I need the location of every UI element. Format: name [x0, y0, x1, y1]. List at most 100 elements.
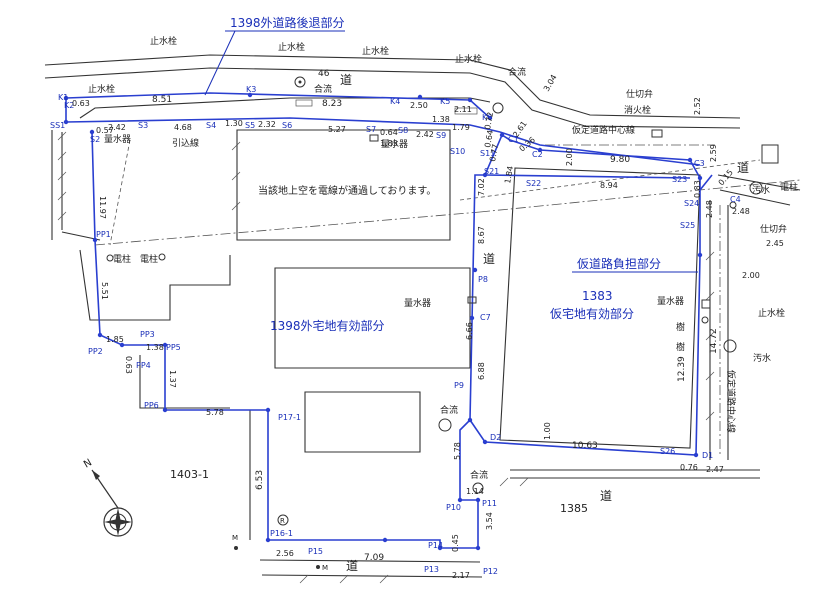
- svg-text:止水栓: 止水栓: [278, 41, 305, 53]
- svg-text:止水栓: 止水栓: [150, 35, 177, 47]
- svg-text:樹: 樹: [676, 321, 685, 333]
- svg-text:S4: S4: [206, 121, 216, 130]
- svg-text:1.84: 1.84: [503, 165, 515, 184]
- svg-text:S26: S26: [660, 447, 675, 456]
- svg-text:1.85: 1.85: [106, 335, 124, 344]
- svg-text:2.00: 2.00: [565, 148, 574, 166]
- svg-text:S10: S10: [450, 147, 465, 156]
- svg-text:2.00: 2.00: [742, 271, 760, 280]
- svg-text:P17-1: P17-1: [278, 413, 301, 422]
- svg-text:D2: D2: [490, 433, 501, 442]
- svg-text:量水器: 量水器: [381, 138, 408, 150]
- svg-text:5.78: 5.78: [453, 442, 462, 460]
- svg-text:7.09: 7.09: [364, 553, 384, 563]
- svg-text:合流: 合流: [470, 469, 488, 481]
- north-arrow-icon: [91, 469, 133, 537]
- svg-text:46: 46: [318, 69, 330, 79]
- svg-text:8.67: 8.67: [477, 226, 486, 244]
- road-center-label: 仮定道路中心線: [572, 124, 635, 136]
- svg-text:K1: K1: [58, 93, 68, 102]
- svg-text:11.97: 11.97: [98, 196, 107, 219]
- north-setback-boundary: [65, 92, 491, 119]
- svg-text:止水栓: 止水栓: [758, 307, 785, 319]
- svg-text:K4: K4: [390, 97, 400, 106]
- point-labels: K1 K2 K3 K4 K5 K6 SS1 S2 S3 S4 S5 S6 S7 …: [50, 85, 741, 576]
- svg-text:止水栓: 止水栓: [455, 53, 482, 65]
- svg-text:合流: 合流: [440, 404, 458, 416]
- svg-text:PP1: PP1: [96, 230, 111, 239]
- svg-text:PP5: PP5: [166, 343, 181, 352]
- svg-text:6.53: 6.53: [255, 470, 265, 490]
- svg-text:量水器: 量水器: [104, 133, 131, 145]
- svg-text:K3: K3: [246, 85, 256, 94]
- svg-text:2.61: 2.61: [511, 119, 529, 139]
- building-outlines: [61, 129, 701, 540]
- svg-text:電柱: 電柱: [140, 253, 158, 265]
- svg-text:2.56: 2.56: [276, 549, 294, 558]
- svg-text:P13: P13: [424, 565, 439, 574]
- svg-text:S21: S21: [484, 167, 499, 176]
- svg-text:道: 道: [737, 161, 749, 175]
- svg-text:S22: S22: [526, 179, 541, 188]
- svg-text:汚水: 汚水: [752, 184, 770, 196]
- svg-text:電柱: 電柱: [113, 253, 131, 265]
- svg-text:3.54: 3.54: [485, 512, 494, 530]
- svg-text:電柱: 電柱: [780, 181, 798, 193]
- svg-text:止水栓: 止水栓: [362, 45, 389, 57]
- north-label: N: [82, 457, 94, 470]
- svg-text:2.47: 2.47: [706, 465, 724, 474]
- svg-text:2.17: 2.17: [452, 571, 470, 580]
- svg-text:0.63: 0.63: [72, 99, 90, 108]
- svg-text:2.42: 2.42: [108, 123, 126, 132]
- svg-text:消火栓: 消火栓: [624, 104, 651, 116]
- svg-text:合流: 合流: [508, 66, 526, 78]
- svg-text:S11: S11: [480, 149, 495, 158]
- svg-text:5.27: 5.27: [328, 125, 346, 134]
- svg-text:0.63: 0.63: [124, 356, 133, 374]
- wire-note: 当該地上空を電線が通過しております。: [258, 184, 436, 197]
- dimension-labels: 0.63 8.51 8.23 2.50 2.11 0.57 2.42 4.68 …: [72, 73, 784, 580]
- benchmark-label: M: [232, 534, 238, 542]
- svg-text:仕切弁: 仕切弁: [626, 88, 653, 100]
- svg-text:1.38: 1.38: [146, 343, 164, 352]
- lot-1383-number: 1383: [582, 289, 613, 303]
- svg-text:S5: S5: [245, 121, 255, 130]
- svg-text:P14: P14: [428, 541, 443, 550]
- north-inner-boundary: [65, 117, 501, 133]
- effective-1383-label: 仮宅地有効部分: [550, 306, 634, 321]
- svg-text:14.72: 14.72: [709, 328, 719, 354]
- svg-text:9.80: 9.80: [610, 155, 630, 165]
- svg-text:C7: C7: [480, 313, 491, 322]
- inner-road-line: [499, 131, 701, 166]
- svg-text:1.37: 1.37: [168, 370, 177, 388]
- svg-text:道: 道: [600, 489, 612, 503]
- svg-text:道: 道: [340, 73, 352, 87]
- svg-text:仕切弁: 仕切弁: [760, 223, 787, 235]
- note-labels: 当該地上空を電線が通過しております。 引込線 仮定道路中心線 仮定道路中心線: [172, 124, 737, 433]
- svg-text:C2: C2: [532, 150, 543, 159]
- svg-text:S3: S3: [138, 121, 148, 130]
- lot-1385-number: 1385: [560, 502, 588, 515]
- facility-symbols: [106, 76, 779, 569]
- dash-lines: [94, 139, 801, 455]
- svg-text:PP6: PP6: [144, 401, 159, 410]
- svg-text:P9: P9: [454, 381, 464, 390]
- svg-text:0.77: 0.77: [488, 143, 500, 162]
- hikikomi-label: 引込線: [172, 137, 199, 149]
- svg-text:2.48: 2.48: [705, 200, 714, 218]
- svg-text:C4: C4: [730, 195, 741, 204]
- svg-text:P8: P8: [478, 275, 488, 284]
- svg-text:K5: K5: [440, 97, 450, 106]
- svg-text:6.88: 6.88: [477, 362, 486, 380]
- svg-text:C1: C1: [508, 135, 519, 144]
- svg-text:2.45: 2.45: [766, 239, 784, 248]
- svg-text:P10: P10: [446, 503, 461, 512]
- svg-text:8.51: 8.51: [152, 95, 172, 105]
- svg-text:量水器: 量水器: [404, 297, 431, 309]
- svg-text:S8: S8: [398, 126, 408, 135]
- svg-text:0.57: 0.57: [96, 126, 114, 135]
- svg-text:汚水: 汚水: [753, 352, 771, 364]
- svg-text:1.00: 1.00: [543, 422, 552, 440]
- svg-text:5.78: 5.78: [206, 408, 224, 417]
